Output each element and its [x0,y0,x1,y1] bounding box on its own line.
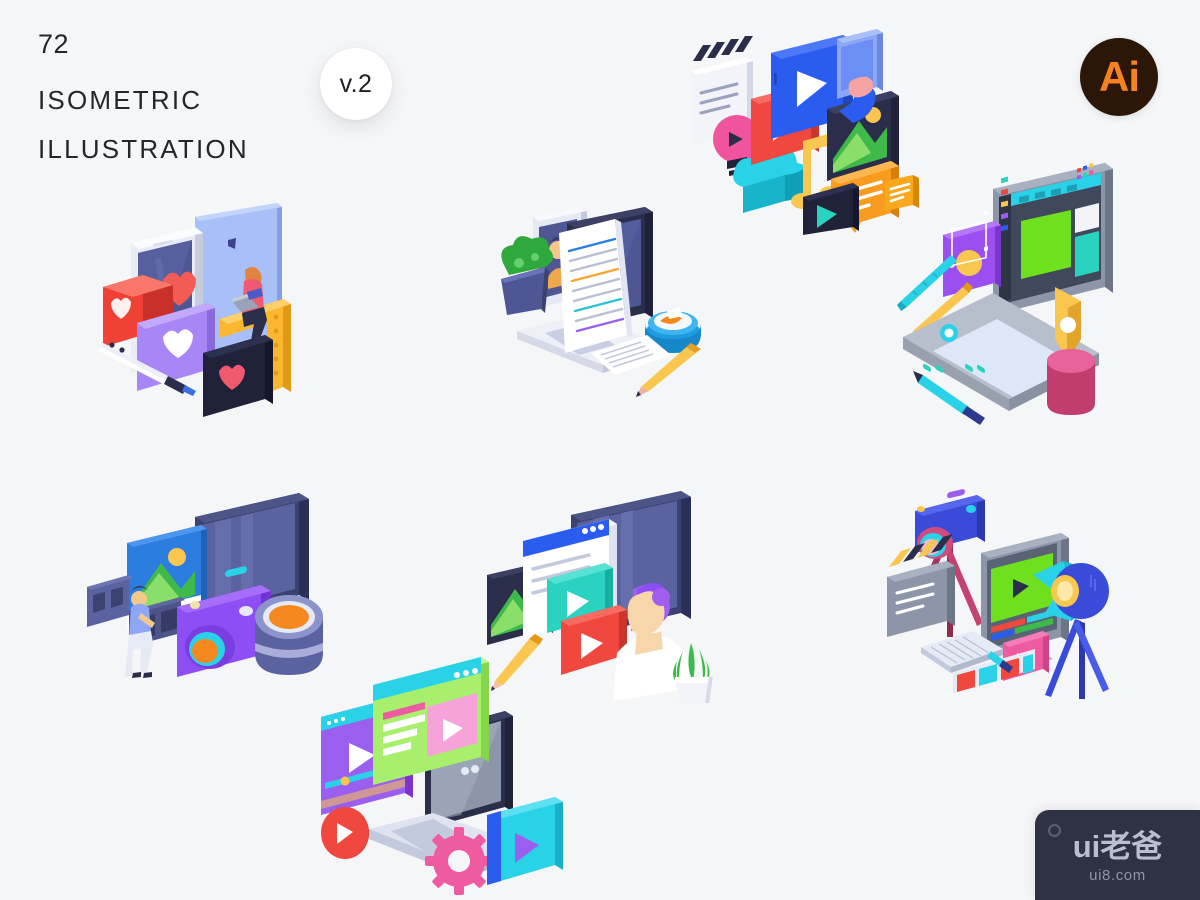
blue-coffee-cup [645,307,701,353]
document-sheet [559,219,633,353]
red-play-circle [321,807,369,859]
page-title: 72 ISOMETRIC ILLUSTRATION [38,28,249,175]
version-badge: v.2 [320,48,392,120]
purple-camera [177,566,271,677]
illustration-social-media-design [95,195,325,423]
blue-pen [987,651,1013,673]
adobe-illustrator-icon: Ai [1080,38,1158,116]
teal-play-card [803,183,859,235]
green-browser-window [373,657,489,785]
person-purple-hair [613,582,690,701]
orange-note-card [885,175,919,211]
watermark-brand: ui老爸 [1072,828,1163,864]
version-label: v.2 [339,69,373,98]
paper-note [591,335,671,375]
white-stylus-pen [99,342,196,396]
monitor-design-software [993,162,1113,315]
person-standing [125,585,155,678]
green-plant-pot [501,236,554,315]
pink-gear [425,827,493,895]
illustration-multimedia-content [685,29,903,235]
illustration-count: 72 [38,29,70,59]
illustration-content-writing [495,205,715,410]
title-line-illustration: ILLUSTRATION [38,134,249,165]
illustration-graphic-design [885,162,1133,425]
studio-light [1033,561,1109,621]
clapperboard [887,534,955,637]
circle-outline-icon [1048,824,1061,837]
watermark-domain: ui8.com [1089,866,1146,884]
illustration-photography [85,493,335,695]
yellow-pen-nib [1055,287,1081,361]
light-tripod [1045,619,1109,699]
ai-badge-label: Ai [1099,53,1140,100]
dark-tablet-heart [203,335,273,417]
title-line-isometric: ISOMETRIC [38,84,203,115]
cyan-ruler [897,255,957,311]
red-play-card [561,605,627,675]
plant-pot [673,643,713,703]
hand-holding-phone [837,29,883,123]
illustration-video-streaming [315,657,565,897]
pink-pen-holder [1047,349,1095,415]
illustration-video-production [885,489,1135,700]
monitor [195,493,309,621]
pink-lightbulb [713,115,761,176]
yellow-pencil [491,634,543,691]
watermark: ui老爸 ui8.com [1035,810,1200,900]
purple-canvas-panel [943,210,1001,297]
blue-pencil [913,371,985,425]
camera-lens [255,595,323,675]
yellow-pencil [636,343,701,397]
illustration-content-creator [485,491,723,710]
cyan-video-card [487,797,563,885]
